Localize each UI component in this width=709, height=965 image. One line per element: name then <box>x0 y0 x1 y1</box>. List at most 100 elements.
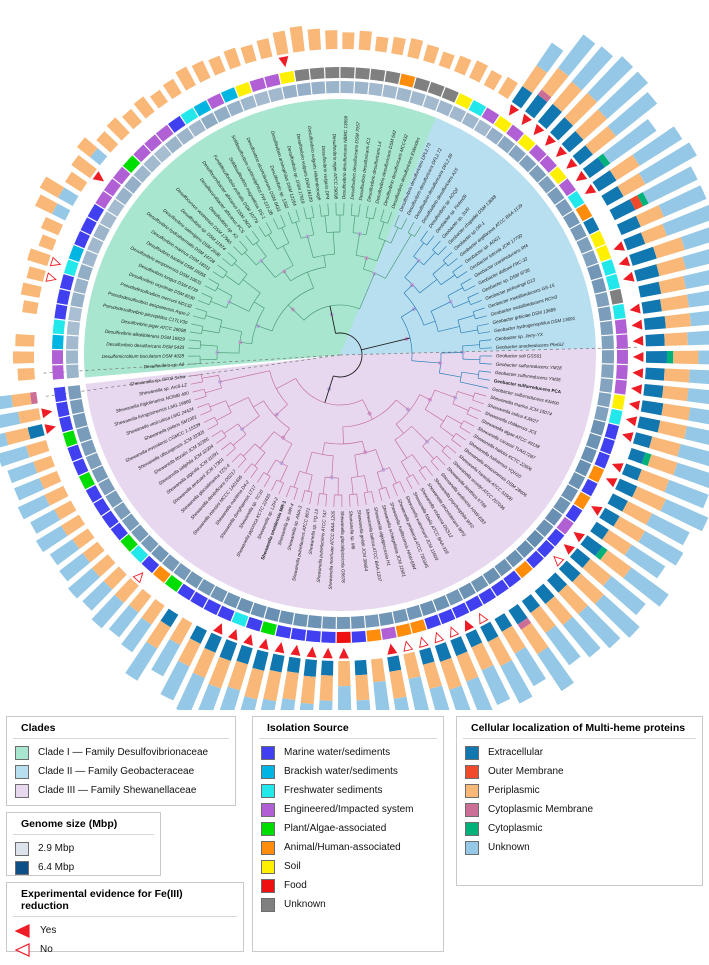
isolation-source-ring-segment <box>424 614 441 629</box>
legend-row: Cytoplasmic <box>465 819 694 838</box>
evidence-yes-triangle-icon <box>275 642 285 653</box>
multiheme-bar-segment <box>658 421 687 439</box>
isolation-source-ring-segment <box>595 452 610 469</box>
isolation-source-ring-segment <box>600 438 615 455</box>
multiheme-bar-segment <box>209 657 231 689</box>
multiheme-bar-segment <box>394 697 414 710</box>
evidence-yes-triangle-icon <box>630 304 640 314</box>
evidence-yes-triangle-icon <box>572 529 584 541</box>
isolation-source-ring-segment <box>606 274 620 290</box>
evidence-yes-triangle-icon <box>629 400 639 410</box>
multiheme-bar-segment <box>375 36 389 52</box>
genome-size-ring-segment <box>365 614 380 627</box>
isolation-source-ring-segment <box>614 380 627 395</box>
isolation-source-ring-segment <box>276 625 292 639</box>
legend-swatch <box>261 841 275 855</box>
legend-swatch <box>15 861 29 875</box>
genome-size-ring-segment <box>582 250 598 267</box>
multiheme-bar-segment <box>387 655 401 672</box>
legend-item-label: Periplasmic <box>488 785 540 796</box>
evidence-no-triangle-icon <box>432 631 443 642</box>
genome-size-ring-segment <box>337 617 350 629</box>
evidence-yes-triangle-icon <box>574 172 586 184</box>
multiheme-bar-segment <box>41 217 63 235</box>
evidence-yes-triangle-icon <box>519 114 531 126</box>
genome-size-ring-segment <box>581 446 597 463</box>
legend-evidence-title: Experimental evidence for Fe(III) reduct… <box>13 883 237 917</box>
isolation-source-ring-segment <box>590 231 606 248</box>
genome-size-ring-segment <box>379 612 394 626</box>
legend-localization: Cellular localization of Multi-heme prot… <box>456 716 703 886</box>
legend-item-label: Clade I — Family Desulfovibrionaceae <box>38 747 208 758</box>
genome-size-ring-segment <box>602 350 614 363</box>
legend-row: Outer Membrane <box>465 762 694 781</box>
legend-swatch <box>465 841 479 855</box>
isolation-source-ring-segment <box>442 87 459 103</box>
legend-swatch <box>261 765 275 779</box>
multiheme-bar-segment <box>17 368 34 381</box>
multiheme-bar-segment <box>629 247 657 266</box>
evidence-yes-triangle-icon <box>42 407 52 417</box>
triangle-filled-icon <box>15 924 31 938</box>
evidence-yes-triangle-icon <box>554 147 566 159</box>
legend-swatch <box>15 746 29 760</box>
genome-size-ring-segment <box>598 306 612 321</box>
genome-size-ring-segment <box>322 616 336 629</box>
multiheme-bar-segment <box>15 334 34 347</box>
evidence-yes-triangle-icon <box>632 384 642 394</box>
multiheme-bar-segment <box>18 408 41 424</box>
multiheme-bar-segment <box>646 351 667 363</box>
multiheme-bar-segment <box>28 424 45 439</box>
genome-size-ring-segment <box>382 85 397 99</box>
evidence-yes-triangle-icon <box>340 649 349 658</box>
multiheme-bar-segment <box>13 351 34 363</box>
legend-genome-size-title: Genome size (Mbp) <box>13 813 154 835</box>
legend-swatch <box>261 879 275 893</box>
isolation-source-ring-segment <box>410 619 426 633</box>
isolation-source-ring-segment <box>321 631 335 643</box>
isolation-source-ring-segment <box>370 69 385 82</box>
isolation-source-ring-segment <box>57 289 71 305</box>
isolation-source-ring-segment <box>455 93 472 109</box>
genome-size-ring-segment <box>420 600 436 616</box>
isolation-source-ring-segment <box>60 274 74 290</box>
legend-row: Soil <box>261 857 435 876</box>
legend-item-label: Plant/Algae-associated <box>284 823 386 834</box>
genome-size-ring-segment <box>308 615 322 628</box>
genome-size-ring-segment <box>68 385 82 400</box>
isolation-source-ring-segment <box>67 444 82 461</box>
genome-size-ring-segment <box>73 413 88 429</box>
legend-row: 2.9 Mbp <box>15 839 152 858</box>
multiheme-bar-segment <box>65 172 87 192</box>
isolation-source-ring-segment <box>204 599 221 615</box>
multiheme-bar-segment <box>634 264 659 281</box>
isolation-source-ring-segment <box>63 430 78 447</box>
evidence-yes-triangle-icon <box>387 644 397 654</box>
legend-swatch <box>15 784 29 798</box>
isolation-source-ring-segment <box>352 631 367 643</box>
isolation-source-ring-segment <box>79 472 95 489</box>
multiheme-bar-segment <box>150 90 168 109</box>
genome-size-ring-segment <box>282 85 297 99</box>
legend-row: Unknown <box>465 838 694 857</box>
evidence-no-triangle-icon <box>133 570 145 582</box>
genome-size-ring-segment <box>351 616 365 629</box>
genome-size-ring-segment <box>340 81 353 93</box>
multiheme-bar-segment <box>407 38 423 59</box>
multiheme-bar-segment <box>637 416 660 432</box>
multiheme-bar-segment <box>27 266 46 282</box>
multiheme-bar-segment <box>325 30 337 49</box>
multiheme-bar-segment <box>338 661 350 686</box>
multiheme-bar-segment <box>263 670 281 701</box>
multiheme-bar-segment <box>667 351 673 363</box>
evidence-yes-triangle-icon <box>618 257 629 268</box>
multiheme-bar-segment <box>439 51 455 69</box>
multiheme-bar-segment <box>122 109 142 129</box>
legend-row: Plant/Algae-associated <box>261 819 435 838</box>
multiheme-bar-segment <box>389 670 406 699</box>
isolation-source-ring-segment <box>615 319 627 334</box>
genome-size-ring-segment <box>368 83 383 97</box>
evidence-yes-triangle-icon <box>291 645 301 655</box>
multiheme-bar-segment <box>359 31 372 51</box>
